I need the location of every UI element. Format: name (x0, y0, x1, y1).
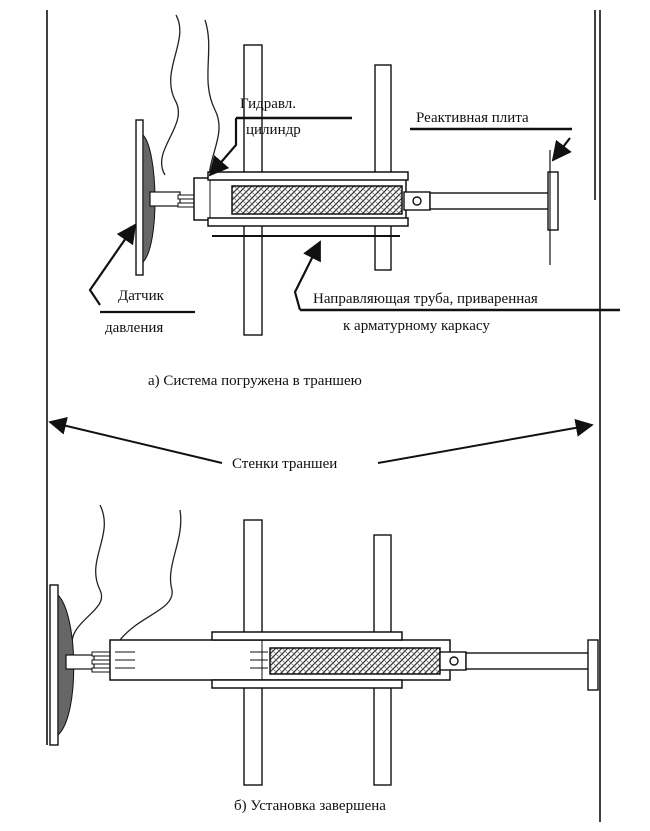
labels-a: Гидравл. цилиндр Реактивная плита Датчик… (100, 96, 538, 389)
label-guide-pipe-line2: к арматурному каркасу (343, 318, 490, 334)
reaction-plate-b (587, 639, 599, 691)
pressure-sensor-a (135, 119, 195, 276)
trench-walls-callout: Стенки траншеи (48, 417, 594, 472)
caption-b: б) Установка завершена (234, 798, 386, 814)
label-hydraulic-cylinder-line1: Гидравл. (240, 96, 296, 112)
caption-a: а) Система погружена в траншею (148, 373, 362, 389)
hydraulic-cylinder-b (109, 631, 451, 689)
leader-reaction-plate (551, 137, 572, 162)
label-trench-walls: Стенки траншеи (232, 456, 337, 472)
leader-pressure-sensor (88, 223, 137, 306)
label-hydraulic-cylinder-line2: цилиндр (246, 122, 301, 138)
figure-b-installation-complete: б) Установка завершена (49, 504, 599, 814)
sensor-cables-a (160, 14, 220, 186)
leader-hydraulic-cylinder (208, 118, 238, 177)
label-pressure-sensor-line2: давления (105, 320, 163, 336)
piston-hatched-b (269, 647, 441, 675)
piston-rod-a (403, 150, 559, 265)
trench-walls (46, 10, 601, 822)
label-guide-pipe-line1: Направляющая труба, приваренная (313, 291, 538, 307)
rebar-bar-right-a (374, 64, 392, 271)
pressure-sensor-b (49, 584, 111, 746)
hydraulic-cylinder-a (193, 171, 409, 227)
leaders-a (88, 116, 620, 312)
figure-a-system-lowered (135, 14, 559, 336)
reaction-plate-a (547, 171, 559, 231)
piston-hatched-a (231, 185, 403, 215)
piston-rod-b (439, 639, 599, 691)
sensor-cables-b (71, 504, 182, 646)
label-pressure-sensor-line1: Датчик (118, 288, 165, 304)
label-reaction-plate: Реактивная плита (416, 110, 529, 126)
leader-guide-pipe (293, 240, 321, 311)
